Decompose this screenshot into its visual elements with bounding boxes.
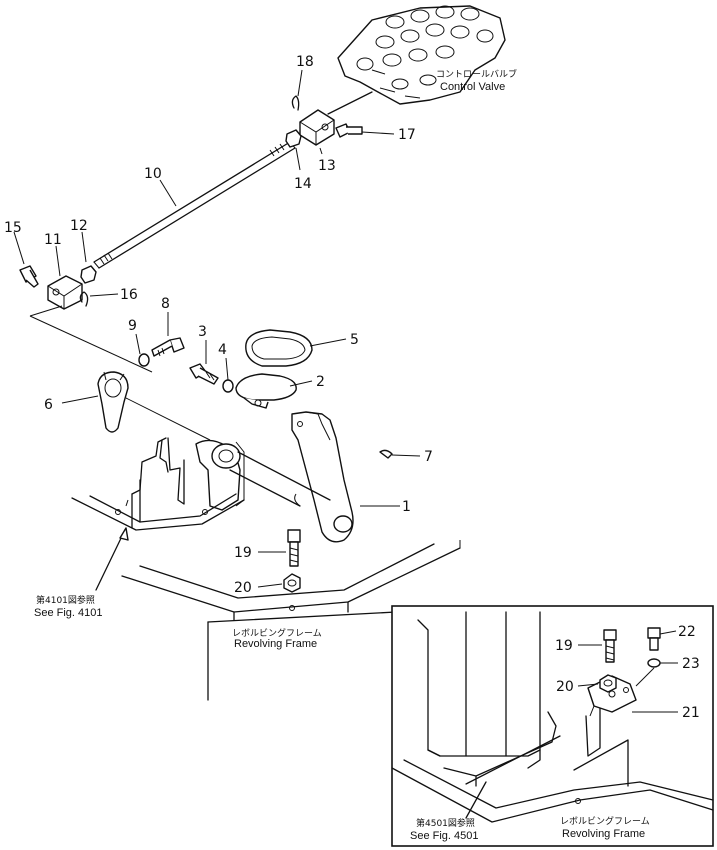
callout-7: 7 [424,449,433,465]
nut-mount [283,573,301,593]
inset-detail [391,605,714,847]
pedal-cover [245,329,313,367]
callout-17: 17 [398,127,416,143]
leader-lines [13,69,678,713]
callout-14: 14 [294,176,312,192]
revolving-frame-label-en: Revolving Frame [234,638,317,650]
control-valve [337,5,506,105]
inset-see-fig-label-en: See Fig. 4501 [410,830,479,842]
pedal [235,373,297,409]
callout-21: 21 [682,705,700,721]
inset-revolving-frame-label-en: Revolving Frame [562,828,645,840]
pivot-bracket [195,439,245,511]
clevis-lower [47,275,83,310]
revolving-frame-label-jp: レボルビングフレーム [232,627,322,639]
callout-5: 5 [350,332,359,348]
see-fig-4501-leader [465,781,487,819]
control-rod [93,141,296,269]
callout-20: 20 [234,580,252,596]
washer-lever [138,353,150,367]
callout-9: 9 [128,318,137,334]
revolving-frame [121,540,461,701]
arrow-icon [119,527,129,541]
callout-2: 2 [316,374,325,390]
callout-12: 12 [70,218,88,234]
lock-nut-lower [80,265,97,284]
inset-see-fig-label-jp: 第4501図参照 [416,817,475,829]
pin-lower [19,265,39,288]
callout-19-inset: 19 [555,638,573,654]
pedal-lever [291,411,354,543]
callout-18: 18 [296,54,314,70]
callout-4: 4 [218,342,227,358]
callout-3: 3 [198,324,207,340]
callout-10: 10 [144,166,162,182]
callout-22: 22 [678,624,696,640]
callout-23: 23 [682,656,700,672]
lock-nut-upper [285,129,302,148]
washer-pedal [222,379,234,393]
control-valve-label-jp: コントロールバルブ [436,68,517,80]
clevis-upper [299,109,335,146]
callout-16: 16 [120,287,138,303]
callout-13: 13 [318,158,336,174]
callout-1: 1 [402,499,411,515]
callout-20-inset: 20 [556,679,574,695]
callout-6: 6 [44,397,53,413]
lever-arm [97,371,129,433]
pin-upper [335,123,363,138]
bolt-mount [287,529,301,567]
see-fig-4101-leader [95,531,125,591]
callout-15: 15 [4,220,22,236]
cotter-pin-lower [79,291,89,307]
cotter-pin-upper [291,95,300,111]
see-fig-4101-label-jp: 第4101図参照 [36,594,95,606]
base-plate [71,437,245,531]
bolt-pedal [189,363,219,385]
key [379,449,393,459]
see-fig-4101-label-en: See Fig. 4101 [34,607,103,619]
callout-11: 11 [44,232,62,248]
inset-revolving-frame-label-jp: レボルビングフレーム [560,815,650,827]
bolt-lever [151,337,185,357]
callout-19: 19 [234,545,252,561]
control-valve-label-en: Control Valve [440,81,505,93]
callout-8: 8 [161,296,170,312]
